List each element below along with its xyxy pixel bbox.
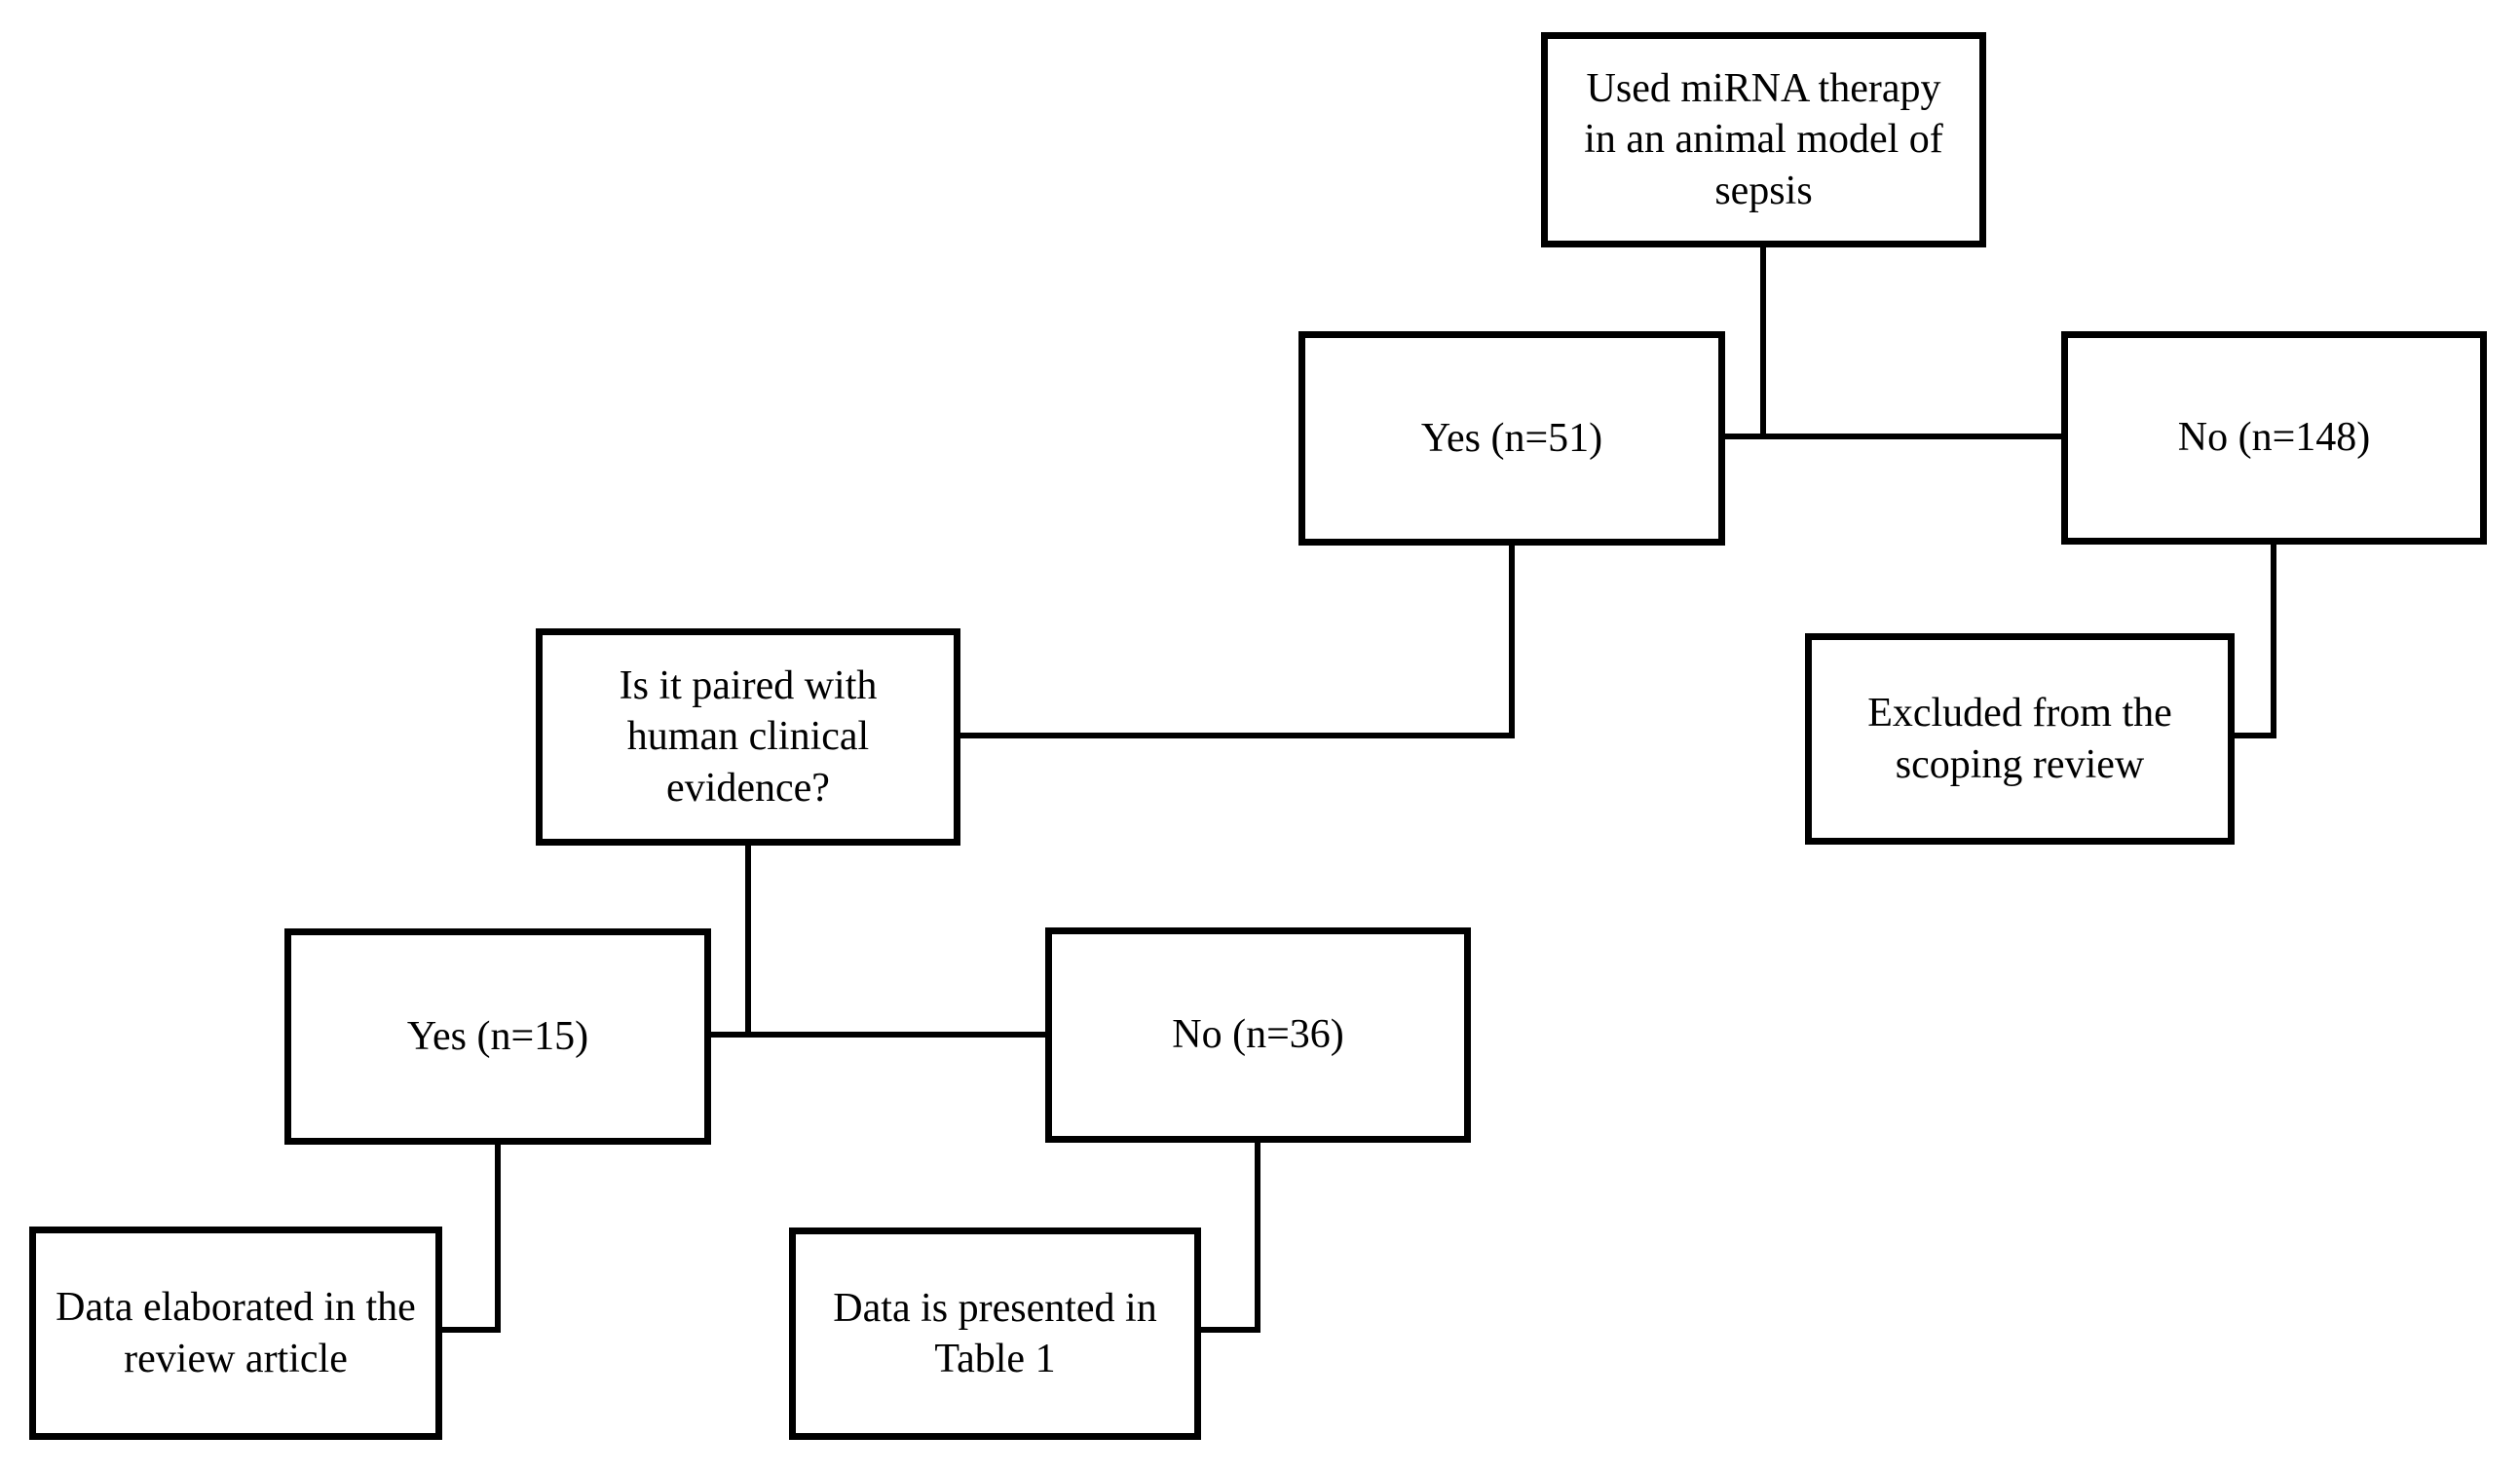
node-used-mirna-therapy: Used miRNA therapy in an animal model of… [1541, 32, 1986, 247]
edge-to-elaborated [442, 1327, 501, 1333]
edge-paired-question-down [745, 846, 751, 1038]
node-excluded-label: Excluded from the scoping review [1867, 691, 2172, 787]
node-data-table1: Data is presented in Table 1 [789, 1228, 1201, 1440]
edge-animal-yes-down [1509, 546, 1515, 738]
node-animal-no-label: No (n=148) [2177, 415, 2371, 461]
node-paired-no-label: No (n=36) [1172, 1012, 1344, 1058]
node-used-mirna-therapy-label: Used miRNA therapy in an animal model of… [1584, 65, 1943, 213]
edge-paired-split-bar [711, 1032, 1045, 1038]
node-animal-no: No (n=148) [2061, 331, 2487, 545]
node-paired-question-label: Is it paired with human clinical evidenc… [619, 662, 878, 811]
node-excluded: Excluded from the scoping review [1805, 633, 2235, 845]
node-data-table1-label: Data is presented in Table 1 [833, 1285, 1157, 1382]
node-animal-yes-label: Yes (n=51) [1420, 415, 1603, 461]
node-paired-yes: Yes (n=15) [284, 928, 711, 1145]
node-data-elaborated: Data elaborated in the review article [29, 1227, 442, 1440]
edge-paired-yes-down [495, 1145, 501, 1333]
edge-to-excluded [2235, 733, 2276, 738]
node-data-elaborated-label: Data elaborated in the review article [56, 1285, 416, 1381]
edge-to-table1 [1201, 1327, 1260, 1333]
edge-animal-no-down [2271, 545, 2276, 738]
edge-paired-no-down [1255, 1143, 1260, 1333]
edge-animal-split-bar [1725, 434, 2061, 439]
edge-root-down [1760, 247, 1766, 439]
edge-to-paired-question [960, 733, 1515, 738]
node-animal-yes: Yes (n=51) [1298, 331, 1725, 546]
node-paired-no: No (n=36) [1045, 927, 1471, 1143]
node-paired-question: Is it paired with human clinical evidenc… [536, 628, 960, 846]
node-paired-yes-label: Yes (n=15) [406, 1013, 589, 1059]
